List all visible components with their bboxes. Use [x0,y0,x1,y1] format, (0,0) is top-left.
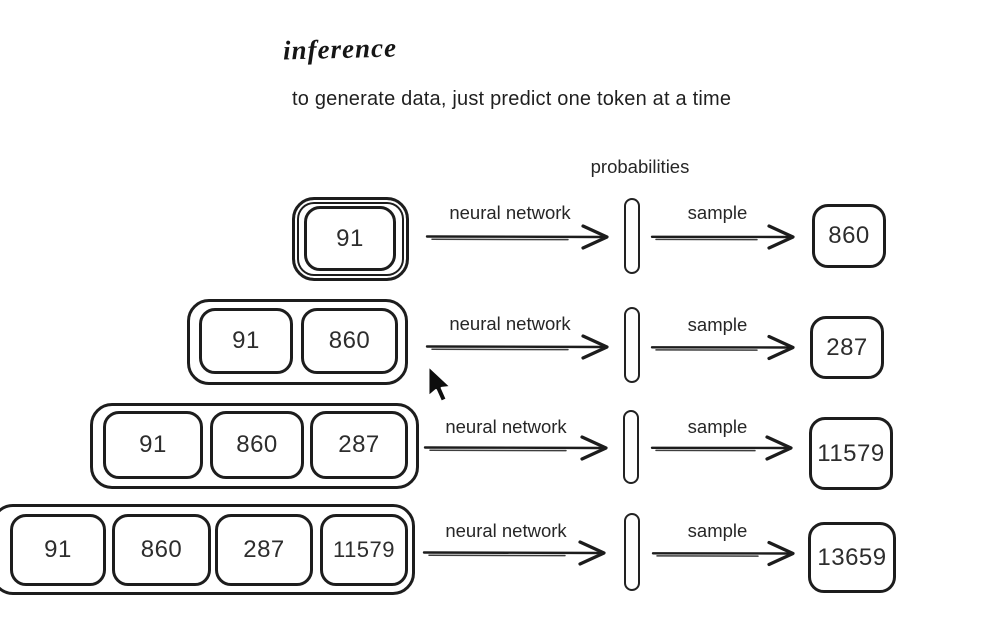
token-value: 91 [336,224,364,252]
output-token-box: 860 [812,204,886,268]
probabilities-label: probabilities [590,156,690,177]
token-value: 91 [232,327,260,354]
output-token-value: 287 [826,333,868,361]
token-box: 860 [301,308,398,374]
sample-arrow [651,540,795,567]
probability-bar [624,198,640,274]
sample-arrow [650,224,795,250]
output-token-value: 11579 [817,439,885,467]
token-value: 860 [236,431,278,458]
probability-bar [623,410,639,484]
sample-label: sample [687,416,748,437]
token-box: 91 [304,206,396,271]
token-box: 91 [10,514,106,586]
sample-label: sample [687,314,748,335]
neural-network-arrow [422,540,606,566]
token-value: 91 [139,431,167,458]
output-token-box: 13659 [808,522,896,593]
token-value: 11579 [332,537,396,562]
token-value: 287 [243,536,285,563]
token-box: 287 [215,514,313,586]
neural-network-label: neural network [449,313,571,334]
sample-arrow [650,435,793,461]
token-box: 287 [310,411,408,479]
token-box: 91 [103,411,203,479]
neural-network-label: neural network [449,202,571,223]
neural-network-label: neural network [445,520,567,541]
token-box: 91 [199,308,293,374]
probability-bar [624,513,640,591]
output-token-value: 860 [828,222,870,249]
neural-network-arrow [423,435,608,461]
neural-network-arrow [425,334,609,360]
token-value: 860 [328,327,371,354]
neural-network-arrow [425,224,609,250]
output-token-box: 287 [810,316,884,379]
sample-label: sample [687,202,748,223]
token-box: 860 [210,411,304,479]
neural-network-label: neural network [445,416,567,437]
sample-arrow [650,334,795,361]
token-value: 91 [44,536,72,563]
token-box: 860 [112,514,211,586]
mouse-cursor-icon [427,364,452,403]
token-box: 11579 [320,514,408,586]
output-token-box: 11579 [809,417,893,490]
token-value: 287 [338,431,380,458]
output-token-value: 13659 [817,543,887,571]
sample-label: sample [687,520,748,541]
page-title: inference [282,32,398,66]
page-subtitle: to generate data, just predict one token… [292,88,732,110]
token-value: 860 [140,536,183,563]
probability-bar [624,307,640,383]
